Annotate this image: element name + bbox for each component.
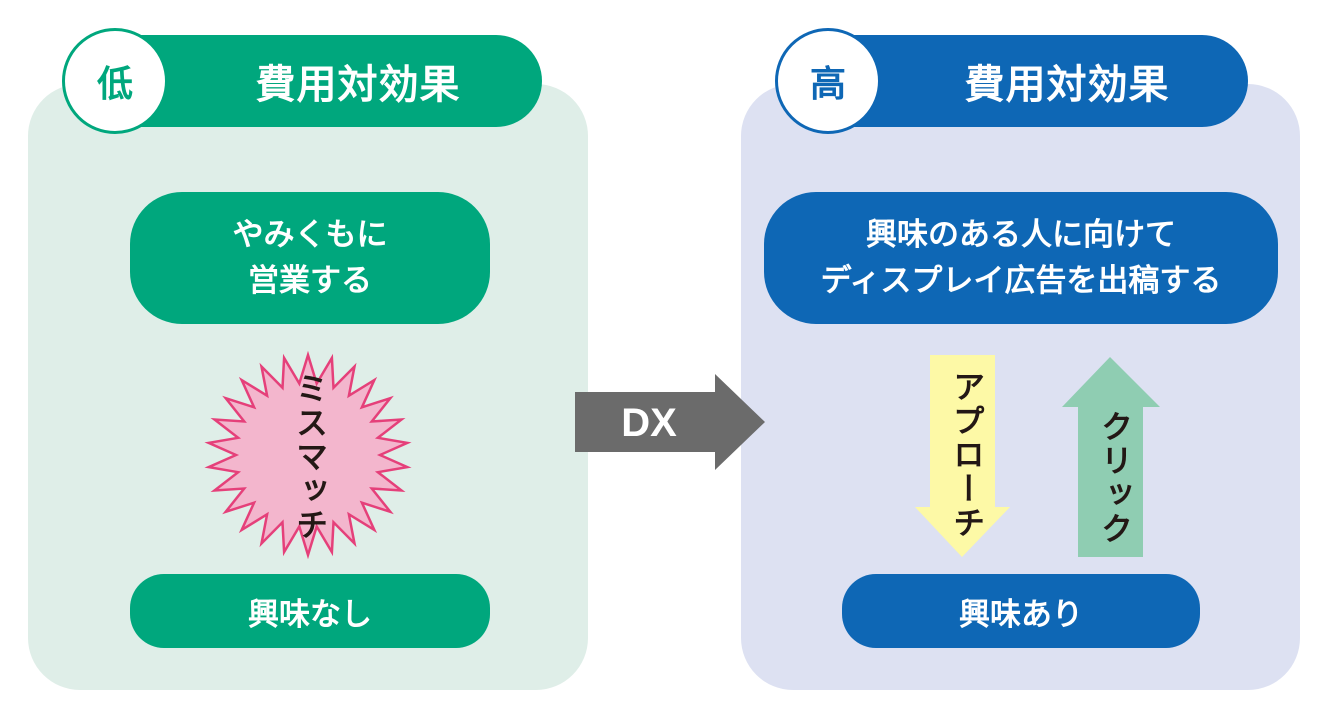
left-action-box: やみくもに 営業する	[130, 192, 490, 324]
click-up-arrow-shape	[1062, 357, 1160, 557]
left-title: 費用対効果	[255, 62, 461, 108]
mismatch-text: ミスマッチ	[291, 372, 329, 542]
right-level-circle: 高	[775, 28, 881, 134]
mismatch-burst-shape	[204, 350, 412, 560]
approach-down-arrow-shape	[915, 355, 1010, 557]
left-level-text: 低	[96, 64, 133, 105]
left-action-line-2: 営業する	[248, 263, 372, 299]
right-result-box: 興味あり	[842, 574, 1200, 648]
approach-text: アプローチ	[948, 370, 986, 540]
right-action-line-2: ディスプレイ広告を出稿する	[820, 263, 1222, 299]
right-action-line-1: 興味のある人に向けて	[866, 216, 1176, 253]
left-result-text: 興味なし	[248, 596, 372, 633]
left-action-line-1: やみくもに	[232, 216, 388, 253]
left-level-circle: 低	[62, 28, 168, 134]
dx-arrow-shape	[575, 374, 765, 470]
dx-label: DX	[621, 400, 677, 445]
left-result-box: 興味なし	[130, 574, 490, 648]
click-text: クリック	[1096, 410, 1134, 546]
right-title: 費用対効果	[964, 62, 1170, 108]
right-action-box: 興味のある人に向けて ディスプレイ広告を出稿する	[764, 192, 1278, 324]
right-level-text: 高	[809, 64, 846, 105]
right-result-text: 興味あり	[959, 596, 1083, 633]
